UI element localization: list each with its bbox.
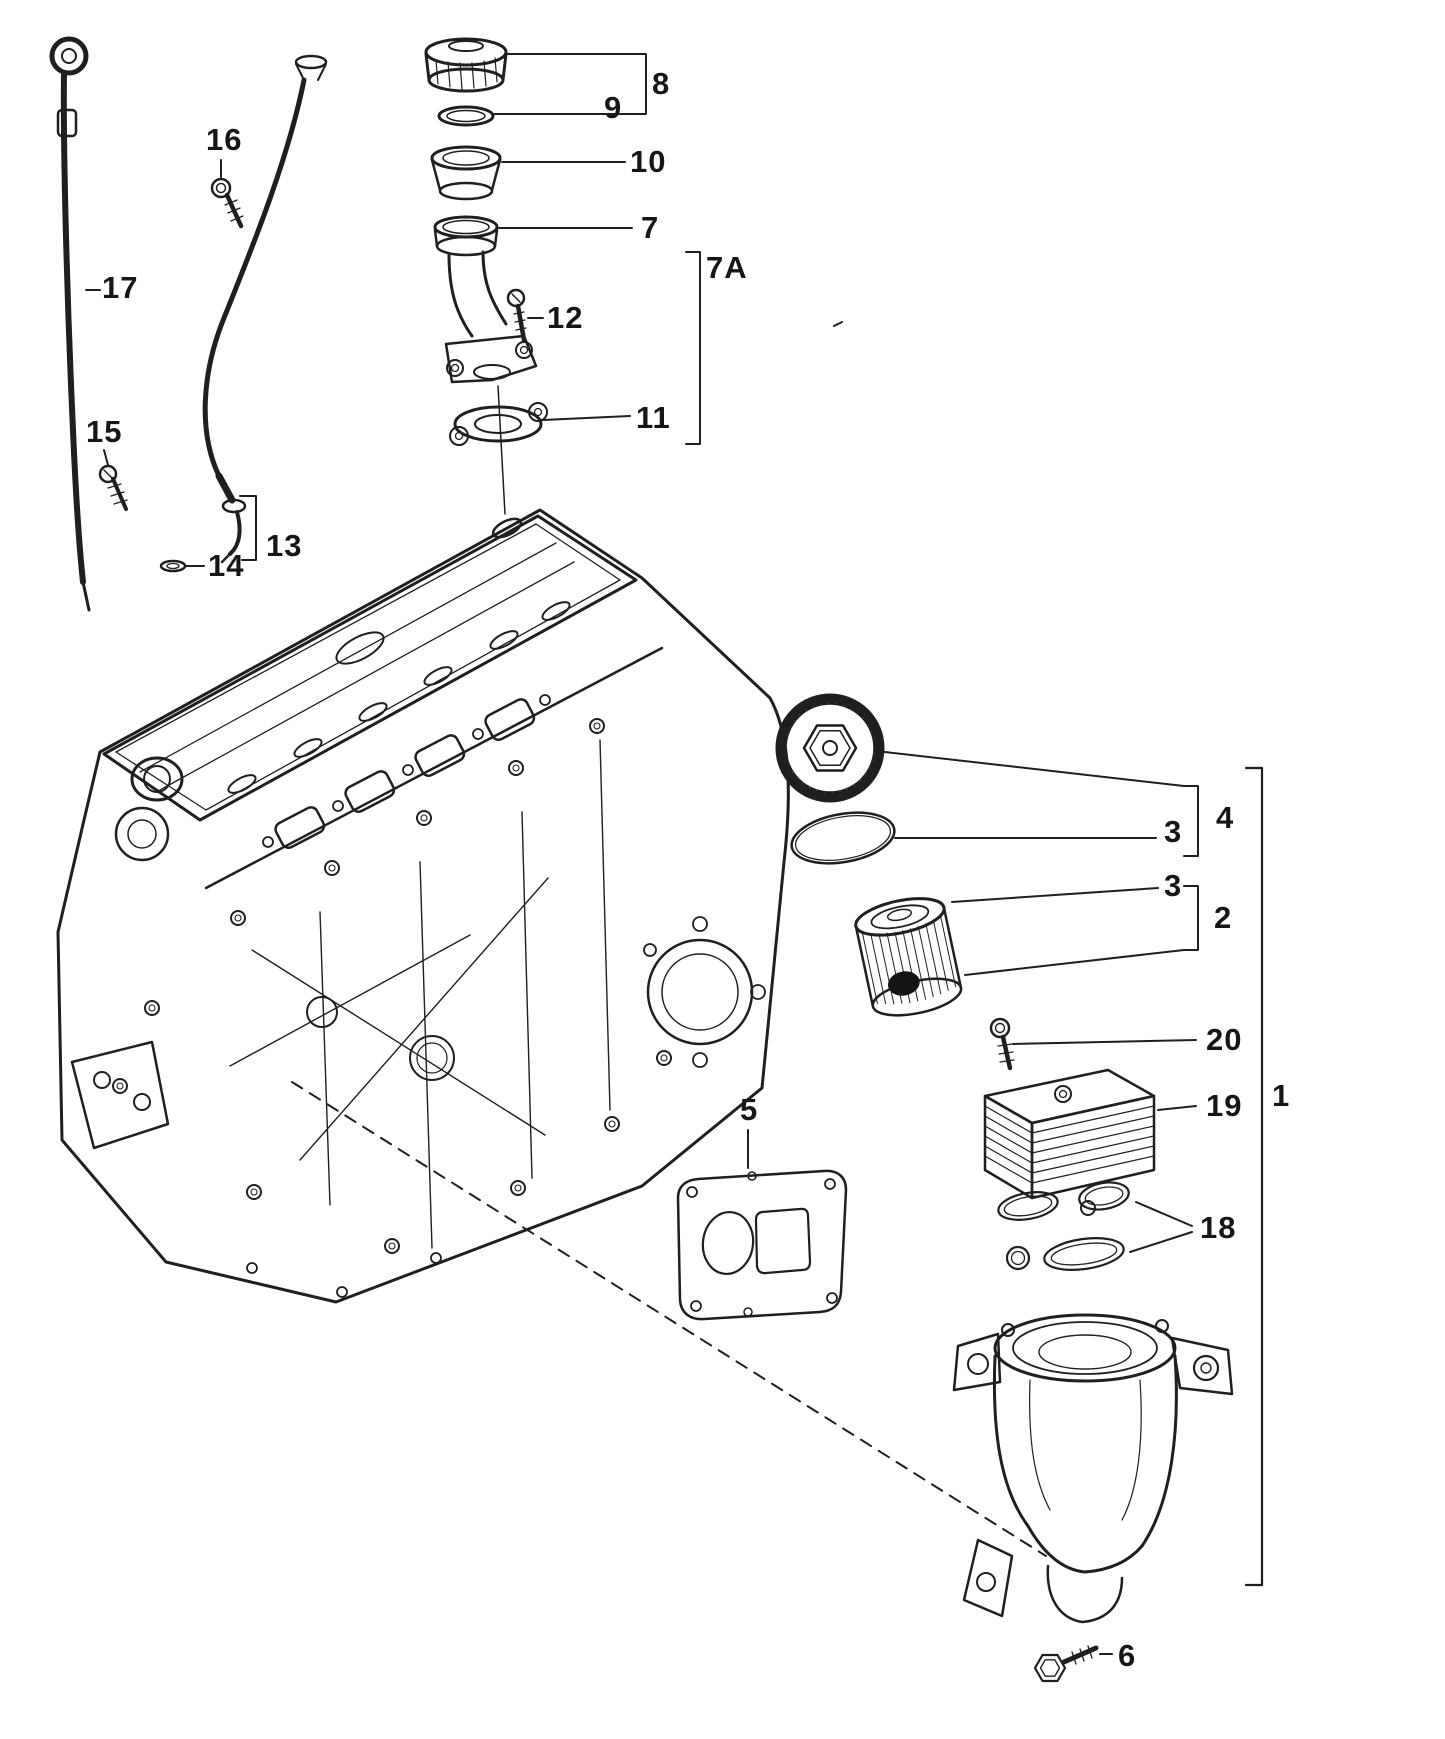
callout-5: 5 <box>740 1092 759 1127</box>
filter-bracket-gasket <box>676 1169 848 1321</box>
callout-18: 18 <box>1200 1210 1237 1245</box>
engine-block <box>56 508 790 1304</box>
bolt-6 <box>1033 1645 1099 1683</box>
callout-17: 17 <box>102 270 139 305</box>
guide-tube-seal <box>159 559 187 573</box>
callout-10: 10 <box>630 144 667 179</box>
print-artifact <box>833 321 843 327</box>
callout-6: 6 <box>1118 1638 1137 1673</box>
dipstick-guide-tube <box>202 54 328 564</box>
callout-2: 2 <box>1214 900 1233 935</box>
dipstick <box>49 36 91 612</box>
callout-3-upper: 3 <box>1164 814 1183 849</box>
oil-filler-cap <box>424 37 508 93</box>
callout-16: 16 <box>206 122 243 157</box>
callout-12: 12 <box>547 300 584 335</box>
callout-13: 13 <box>266 528 303 563</box>
screw-20 <box>989 1017 1015 1071</box>
filler-funnel <box>430 145 502 201</box>
callout-11: 11 <box>636 400 671 435</box>
callout-1: 1 <box>1272 1078 1291 1113</box>
callout-3-lower: 3 <box>1164 868 1183 903</box>
callout-15: 15 <box>86 414 123 449</box>
callout-20: 20 <box>1206 1022 1243 1057</box>
callout-4: 4 <box>1216 800 1235 835</box>
filler-neck-gasket <box>449 402 548 446</box>
callout-8: 8 <box>652 66 671 101</box>
callout-19: 19 <box>1206 1088 1243 1123</box>
screw-15 <box>98 464 128 511</box>
oil-filler-neck <box>433 215 538 515</box>
oil-filter-housing-cap <box>775 693 885 803</box>
callout-7a: 7A <box>706 250 748 285</box>
oil-cooler-gaskets <box>997 1181 1130 1271</box>
callout-9: 9 <box>604 90 623 125</box>
screw-12 <box>506 288 527 343</box>
bolt-16 <box>210 177 244 229</box>
filler-cap-seal <box>437 105 495 127</box>
oil-filter-element <box>854 897 963 1017</box>
callout-7: 7 <box>641 210 660 245</box>
leader-lines <box>85 53 1264 1655</box>
oil-filter-housing <box>952 1313 1234 1624</box>
filter-cap-o-ring <box>790 811 896 865</box>
callout-14: 14 <box>208 548 245 583</box>
oil-cooler <box>983 1068 1156 1216</box>
